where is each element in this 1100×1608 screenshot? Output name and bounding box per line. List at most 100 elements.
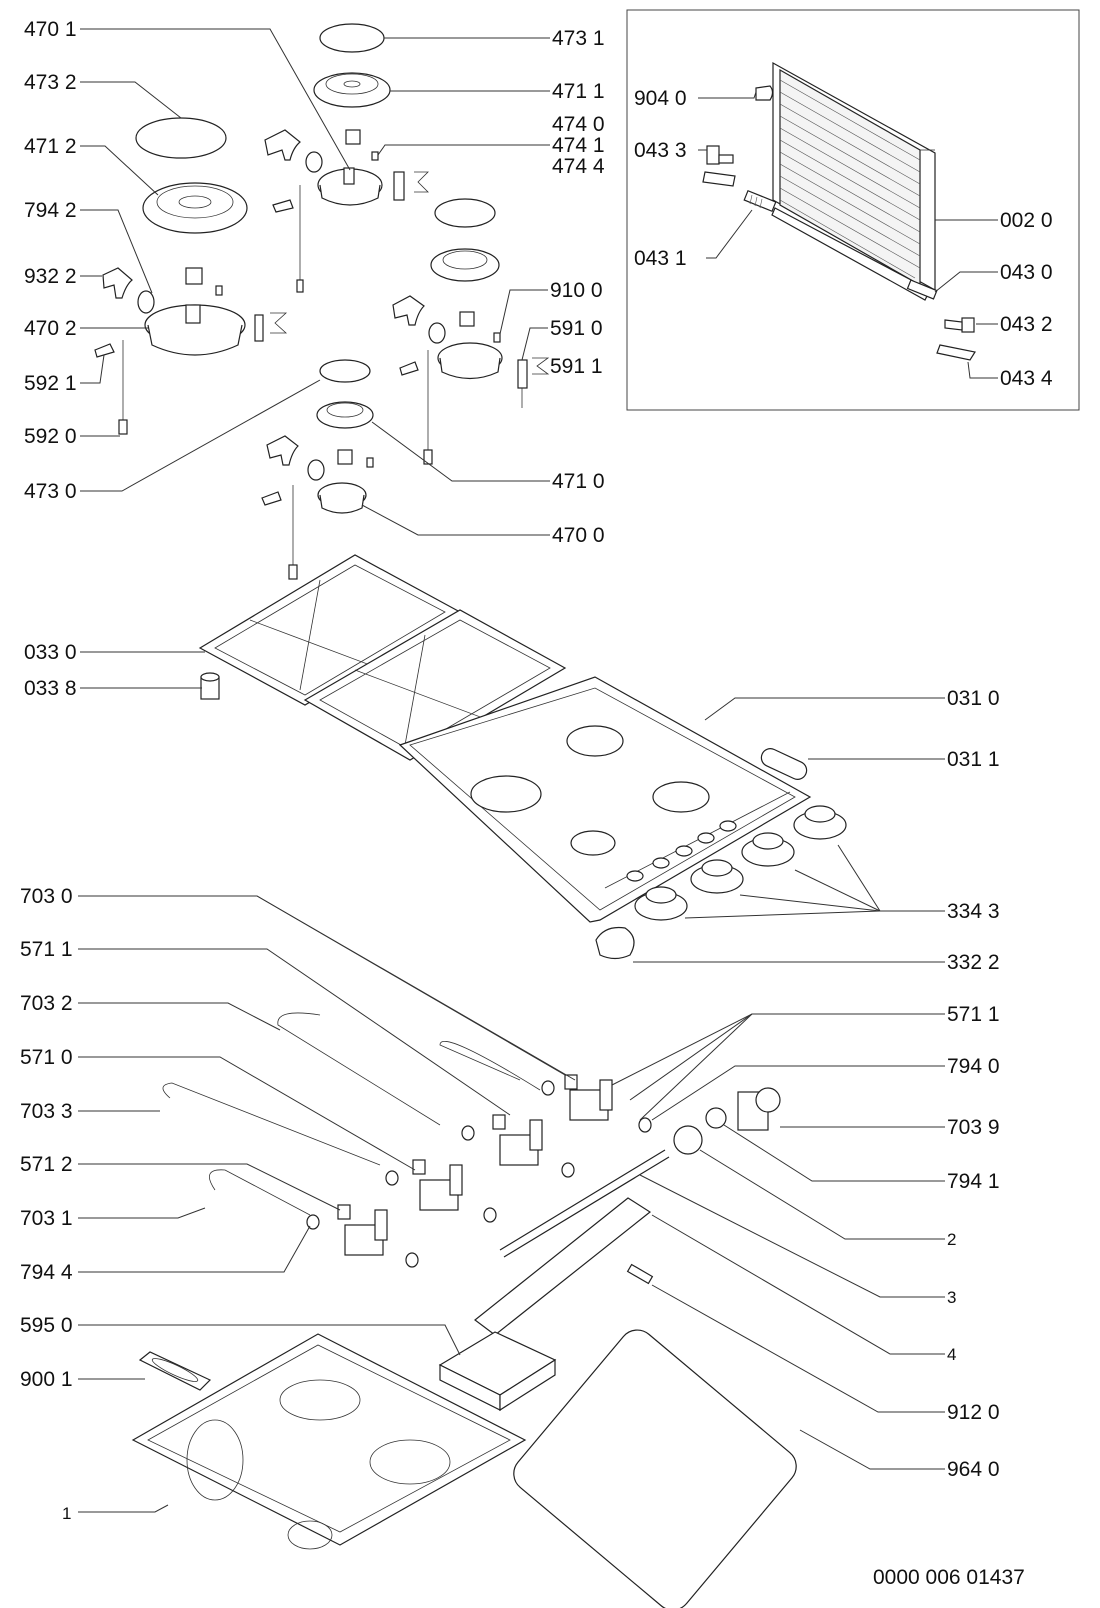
part-332-2: [595, 926, 635, 960]
label-031-1: 031 1: [947, 748, 1000, 771]
label-474-0: 474 0: [552, 113, 605, 136]
glass-lid-panel: [771, 61, 936, 301]
label-033-8: 033 8: [24, 677, 77, 700]
label-912-0: 912 0: [947, 1401, 1000, 1424]
part-571-0: [412, 1159, 463, 1211]
part-labels-right: 473 1 471 1 474 0 474 1 474 4 910 0 591 …: [550, 27, 1000, 1481]
knob-hole: [652, 857, 670, 869]
part-703-1: [208, 1169, 311, 1216]
lid-assembly-inset: 904 0 043 3 043 1 002 0 043 0 043 2 043 …: [626, 9, 1080, 411]
label-470-1: 470 1: [24, 18, 77, 41]
label-571-0: 571 0: [20, 1046, 73, 1069]
part-471-2: [142, 182, 248, 234]
part-703-2: [277, 1012, 441, 1126]
part-471-spreader: [430, 248, 500, 282]
label-794-1: 794 1: [947, 1170, 1000, 1193]
part-labels-left: 470 1 473 2 471 2 794 2 932 2 470 2 592 …: [20, 18, 77, 1523]
label-910-0: 910 0: [550, 279, 603, 302]
drawing-number: 0000 006 01437: [873, 1566, 1025, 1589]
label-571-2: 571 2: [20, 1153, 73, 1176]
label-900-1: 900 1: [20, 1368, 73, 1391]
part-473-1: [319, 23, 385, 53]
part-592-1: [94, 343, 115, 358]
label-703-9: 703 9: [947, 1116, 1000, 1139]
label-4: 4: [947, 1345, 956, 1364]
part-471-0: [316, 401, 374, 429]
label-471-0: 471 0: [552, 470, 605, 493]
label-473-2: 473 2: [24, 71, 77, 94]
label-703-1: 703 1: [20, 1207, 73, 1230]
label-591-0: 591 0: [550, 317, 603, 340]
knob-hole: [626, 870, 644, 882]
label-964-0: 964 0: [947, 1458, 1000, 1481]
leader-lines-left: [78, 28, 576, 1513]
pan-supports: [198, 554, 567, 761]
part-910-0: [493, 332, 501, 343]
part-470-1: [317, 167, 383, 206]
label-473-1: 473 1: [552, 27, 605, 50]
label-471-2: 471 2: [24, 135, 77, 158]
part-474: [345, 129, 361, 145]
part-470-2: [144, 304, 246, 356]
part-904-0: [755, 85, 774, 101]
part-474-injector: [185, 267, 203, 285]
screw-icon: [371, 151, 379, 161]
part-900-1: [138, 1351, 212, 1391]
bottom-parts: [131, 1329, 797, 1608]
part-031-0: [398, 676, 812, 923]
label-470-2: 470 2: [24, 317, 77, 340]
label-334-3: 334 3: [947, 900, 1000, 923]
part-703-9: [737, 1087, 781, 1131]
label-932-2: 932 2: [24, 265, 77, 288]
label-031-0: 031 0: [947, 687, 1000, 710]
label-703-2: 703 2: [20, 992, 73, 1015]
part-473-2: [135, 117, 227, 159]
part-592-0: [118, 419, 128, 435]
part-470-0: [317, 482, 367, 514]
label-592-1: 592 1: [24, 372, 77, 395]
part-3: [499, 1149, 666, 1251]
part-1-base-tray: [131, 1333, 527, 1550]
label-592-0: 592 0: [24, 425, 77, 448]
part-591-1: [532, 357, 550, 375]
part-031-1: [760, 748, 808, 780]
part-473-0: [319, 359, 371, 383]
label-2: 2: [947, 1230, 956, 1249]
part-043-2: [944, 317, 975, 333]
label-474-4: 474 4: [552, 155, 605, 178]
hob-top-plate: [398, 676, 812, 923]
gas-taps-and-pipes: [162, 1012, 781, 1336]
label-332-2: 332 2: [947, 951, 1000, 974]
knob-hole: [719, 820, 737, 832]
part-334-3: [634, 805, 847, 921]
label-794-0: 794 0: [947, 1055, 1000, 1078]
electrode-icon: [393, 171, 405, 201]
label-043-3: 043 3: [634, 139, 687, 162]
burner-ring: [470, 775, 542, 813]
part-571-tap: [492, 1114, 543, 1166]
label-595-0: 595 0: [20, 1314, 73, 1337]
label-043-0: 043 0: [1000, 261, 1053, 284]
part-473-cap: [434, 198, 496, 228]
label-471-1: 471 1: [552, 80, 605, 103]
part-2: [673, 1125, 703, 1155]
part-703-3: [162, 1082, 381, 1166]
label-571-1-right: 571 1: [947, 1003, 1000, 1026]
knobs: [595, 805, 847, 960]
label-043-2: 043 2: [1000, 313, 1053, 336]
part-964-0: [513, 1329, 797, 1608]
inset-frame: [626, 9, 1080, 411]
part-932-2: [102, 267, 133, 299]
label-794-4: 794 4: [20, 1261, 73, 1284]
label-904-0: 904 0: [634, 87, 687, 110]
label-043-4: 043 4: [1000, 367, 1053, 390]
knob-hole: [675, 845, 693, 857]
label-033-0: 033 0: [24, 641, 77, 664]
label-470-0: 470 0: [552, 524, 605, 547]
label-1: 1: [62, 1504, 71, 1523]
part-471-1: [313, 72, 391, 108]
label-571-1-left: 571 1: [20, 938, 73, 961]
label-3: 3: [947, 1288, 956, 1307]
burner-ring: [570, 830, 616, 856]
